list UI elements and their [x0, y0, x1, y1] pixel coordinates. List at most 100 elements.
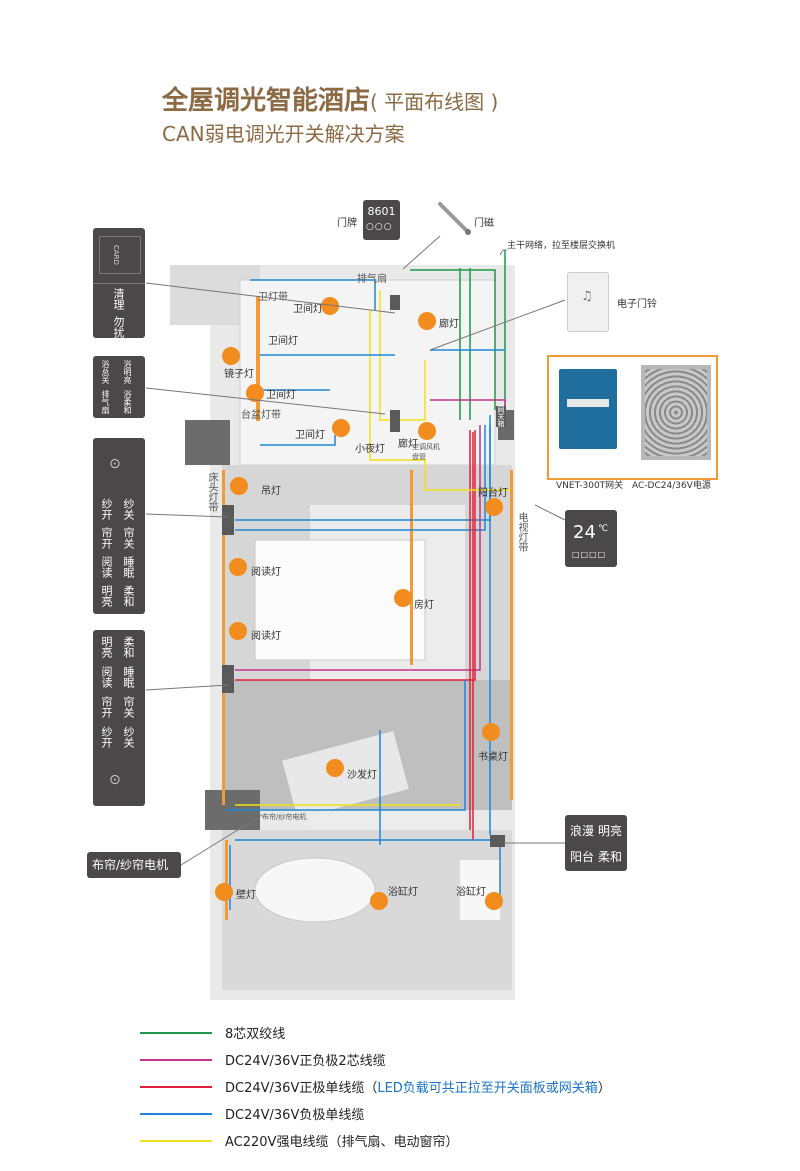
lamp-label: 房灯 [414, 600, 434, 611]
wall-label: 电视灯带 [516, 512, 527, 552]
lamp [229, 622, 247, 640]
legend-item: DC24V/36V正负极2芯线缆 [140, 1049, 700, 1069]
bathtub-switch-panel: 浪漫 明亮 阳台 柔和 [565, 815, 627, 871]
room-number: 8601 [367, 205, 396, 218]
bedside-panel-bottom: 明亮 柔和 阅读 睡眠 帘开 帘关 纱开 纱关 ⊙ [93, 630, 145, 806]
legend-swatch [140, 1059, 212, 1061]
door-magnet-label: 门磁 [474, 218, 494, 229]
lamp [230, 477, 248, 495]
legend-swatch [140, 1086, 212, 1088]
lamp-label: 卫间灯 [293, 304, 323, 315]
thermostat[interactable]: 24 ℃ □□□□ [565, 510, 617, 567]
legend-item: DC24V/36V正极单线缆（LED负载可共正拉至开关面板或网关箱） [140, 1076, 700, 1096]
sleep-button[interactable]: 睡眠 [122, 556, 135, 578]
romantic-button[interactable]: 浪漫 [570, 824, 595, 838]
lamp-label: 小夜灯 [355, 444, 385, 455]
clean-button[interactable]: 清理 [112, 288, 125, 310]
lamp-label: 廊灯 [439, 319, 459, 330]
page-subtitle: CAN弱电调光开关解决方案 [162, 122, 405, 146]
bathtub [254, 857, 376, 923]
network-note: 主干网络，拉至楼层交换机 [507, 241, 616, 251]
door-sign-label: 门牌 [337, 218, 357, 229]
sheer-open-button[interactable]: 纱开 [100, 726, 113, 748]
lamp-label: 浴缸灯 [388, 887, 418, 898]
curtain-open-button[interactable]: 帘开 [100, 696, 113, 718]
balcony-button[interactable]: 阳台 [570, 850, 595, 864]
bell-icon: ♫ [581, 289, 593, 304]
thermostat-keys: □□□□ [572, 550, 607, 559]
bright-button[interactable]: 明亮 [598, 824, 623, 838]
lamp-label: 阳台灯 [478, 488, 508, 499]
exhaust-fan-button[interactable]: 排气扇 [101, 390, 110, 414]
bath-soft-button[interactable]: 浴柔和 [123, 390, 132, 414]
wall-label: 排气扇 [357, 274, 387, 285]
lamp [246, 384, 264, 402]
lamp-label: 阅读灯 [251, 567, 281, 578]
bath-bright-button[interactable]: 浴明亮 [123, 360, 132, 384]
reading-button[interactable]: 阅读 [100, 556, 113, 578]
floor-plan [170, 250, 515, 1000]
socket-icon: ⊙ [109, 456, 121, 472]
curtain-close-button[interactable]: 帘关 [122, 527, 135, 549]
gateway-label: VNET-300T网关 [556, 481, 624, 491]
connector-lines [145, 235, 566, 866]
bed [254, 539, 426, 661]
wall-label: 卫灯带 [258, 292, 288, 303]
lamp [215, 883, 233, 901]
bright-button[interactable]: 明亮 [100, 636, 113, 658]
legend-swatch [140, 1032, 212, 1034]
soft-button[interactable]: 柔和 [122, 636, 135, 658]
doorbell-label: 电子门铃 [617, 299, 657, 310]
reading-button[interactable]: 阅读 [100, 666, 113, 688]
curtain-open-button[interactable]: 帘开 [100, 527, 113, 549]
sheer-close-button[interactable]: 纱关 [122, 498, 135, 520]
legend-swatch [140, 1113, 212, 1115]
soft-button[interactable]: 柔和 [598, 850, 623, 864]
lamp [326, 759, 344, 777]
thermostat-unit: ℃ [598, 524, 609, 534]
door-sign-dots: ○○○ [366, 222, 393, 232]
lamp [321, 297, 339, 315]
gateway-device [559, 369, 617, 449]
lamp-label: 壁灯 [236, 890, 256, 901]
lamp-label: 浴缸灯 [456, 887, 486, 898]
gateway-box-label: 网关箱 [496, 406, 506, 427]
bath-off-button[interactable]: 浴总关 [101, 360, 110, 384]
sheer-open-button[interactable]: 纱开 [100, 498, 113, 520]
lamp-label: 吊灯 [261, 486, 281, 497]
lamp-label: 廊灯 [398, 439, 418, 450]
dnd-button[interactable]: 勿扰 [112, 316, 125, 338]
lamp-label: 镜子灯 [224, 369, 254, 380]
lamp-label: 沙发灯 [347, 770, 377, 781]
wall-label: 床头灯带 [206, 472, 217, 512]
lamp-label: 卫间灯 [268, 336, 298, 347]
legend-item: 8芯双绞线 [140, 1022, 700, 1042]
lamp-label: 卫间灯 [266, 390, 296, 401]
lamp [370, 892, 388, 910]
legend-item: DC24V/36V负极单线缆 [140, 1103, 700, 1123]
lamp [418, 422, 436, 440]
power-label: AC-DC24/36V电源 [632, 481, 711, 491]
lamp-label: 书桌灯 [478, 752, 508, 763]
sleep-button[interactable]: 睡眠 [122, 666, 135, 688]
soft-button[interactable]: 柔和 [122, 585, 135, 607]
door-magnet-icon [438, 202, 471, 235]
legend-swatch [140, 1140, 212, 1142]
doorbell: ♫ [567, 272, 609, 332]
card-slot[interactable]: CARD [99, 236, 141, 274]
lamp [222, 347, 240, 365]
lamp-layer [215, 297, 503, 910]
lamp [482, 723, 500, 741]
sheer-close-button[interactable]: 纱关 [122, 726, 135, 748]
lamp [485, 892, 503, 910]
entry-panel: CARD 清理 勿扰 [93, 228, 145, 338]
device-box [547, 355, 718, 480]
power-supply-device [641, 365, 711, 460]
bath-switch-panel: 排气扇 浴总关 浴明亮 浴柔和 [93, 356, 145, 418]
lamp [418, 312, 436, 330]
lamp [229, 558, 247, 576]
lamp-label: 卫间灯 [295, 430, 325, 441]
thermostat-temp: 24 [573, 522, 596, 543]
bright-button[interactable]: 明亮 [100, 585, 113, 607]
curtain-close-button[interactable]: 帘关 [122, 696, 135, 718]
